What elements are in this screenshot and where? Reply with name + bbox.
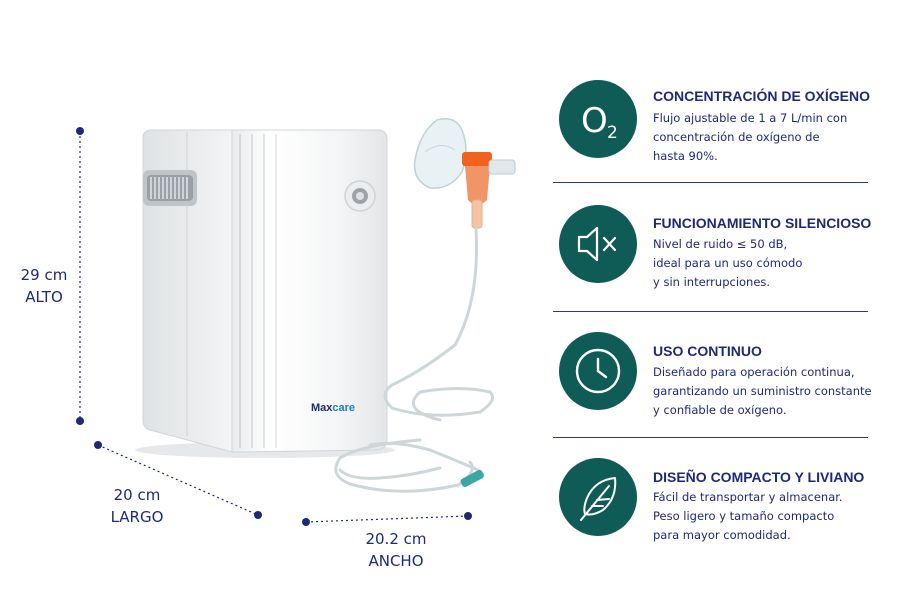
- feature-description: Flujo ajustable de 1 a 7 L/min con conce…: [653, 111, 848, 163]
- feature-title: USO CONTINUO: [653, 343, 762, 359]
- width-label: ANCHO: [368, 552, 424, 570]
- brand-logo: Maxcare: [311, 402, 356, 414]
- feature-description: Nivel de ruido ≤ 50 dB, ideal para un us…: [653, 237, 803, 289]
- width-value: 20.2 cm: [365, 530, 427, 548]
- feature-title: CONCENTRACIÓN DE OXÍGENO: [653, 88, 871, 104]
- oxygen-concentrator: [135, 129, 395, 458]
- width-dimension: 20.2 cm ANCHO: [356, 528, 436, 572]
- width-dimension-line: [302, 512, 472, 526]
- height-label: ALTO: [25, 288, 63, 306]
- feature-description: Diseñado para operación continua, garant…: [653, 365, 872, 417]
- divider: [553, 437, 868, 438]
- length-value: 20 cm: [113, 486, 161, 504]
- svg-text:2: 2: [607, 123, 618, 143]
- clock-icon: [559, 332, 637, 410]
- feature-title: FUNCIONAMIENTO SILENCIOSO: [653, 215, 872, 231]
- speaker-mute-icon: [559, 205, 637, 283]
- divider: [553, 182, 868, 183]
- length-label: LARGO: [110, 508, 164, 526]
- feather-icon: [559, 458, 637, 536]
- height-value: 29 cm: [20, 266, 68, 284]
- feature-description: Fácil de transportar y almacenar. Peso l…: [653, 490, 843, 542]
- svg-text:O: O: [581, 101, 608, 141]
- height-dimension: 29 cm ALTO: [14, 264, 74, 308]
- feature-title: DISEÑO COMPACTO Y LIVIANO: [653, 469, 865, 485]
- o2-icon: O 2: [559, 80, 637, 158]
- nebulizer-mask: [413, 118, 516, 229]
- cannula-connector: [460, 469, 484, 487]
- divider: [553, 311, 868, 312]
- length-dimension-line: [94, 441, 262, 519]
- length-dimension: 20 cm LARGO: [102, 484, 172, 528]
- height-dimension-line: [76, 127, 84, 425]
